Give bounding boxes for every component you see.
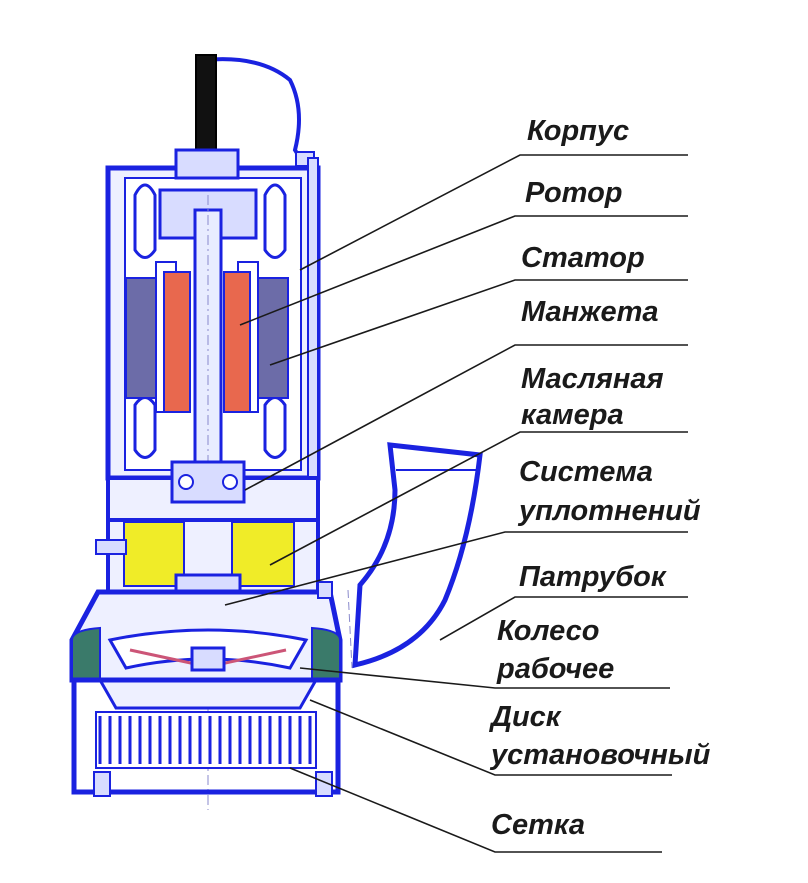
leader-stator: [269, 279, 688, 366]
label-disk-2: установочный: [491, 739, 711, 771]
leader-oil-chamber: [269, 431, 688, 566]
label-setka: Сетка: [491, 809, 586, 841]
intake-screen: [71, 677, 341, 797]
leader-manzheta: [244, 344, 688, 491]
label-seal-2: уплотнений: [519, 495, 701, 527]
label-stator: Статор: [521, 242, 645, 274]
label-rotor: Ротор: [525, 177, 623, 209]
leader-seal: [224, 531, 688, 606]
label-seal-1: Система: [519, 456, 653, 488]
label-oil-chamber-2: камера: [521, 399, 624, 431]
label-wheel-2: рабочее: [497, 653, 615, 685]
leader-patrubok: [439, 596, 688, 641]
rotor: [163, 271, 251, 413]
mounting-disk: [97, 678, 319, 710]
label-manzheta: Манжета: [521, 296, 659, 328]
leader-disk: [309, 699, 672, 776]
leader-lines: [224, 154, 688, 853]
cuff-bearing: [106, 460, 320, 522]
label-oil-chamber-1: Масляная: [521, 363, 664, 395]
label-patrubok: Патрубок: [519, 561, 666, 593]
leader-setka: [289, 767, 662, 853]
label-wheel-1: Колесо: [497, 615, 600, 647]
leader-rotor: [239, 215, 688, 326]
impeller: [107, 628, 309, 672]
label-korpus: Корпус: [527, 115, 630, 147]
oil-chamber: [95, 518, 320, 594]
leader-wheel: [299, 667, 670, 689]
label-disk-1: Диск: [491, 701, 561, 733]
leader-korpus: [299, 154, 688, 271]
